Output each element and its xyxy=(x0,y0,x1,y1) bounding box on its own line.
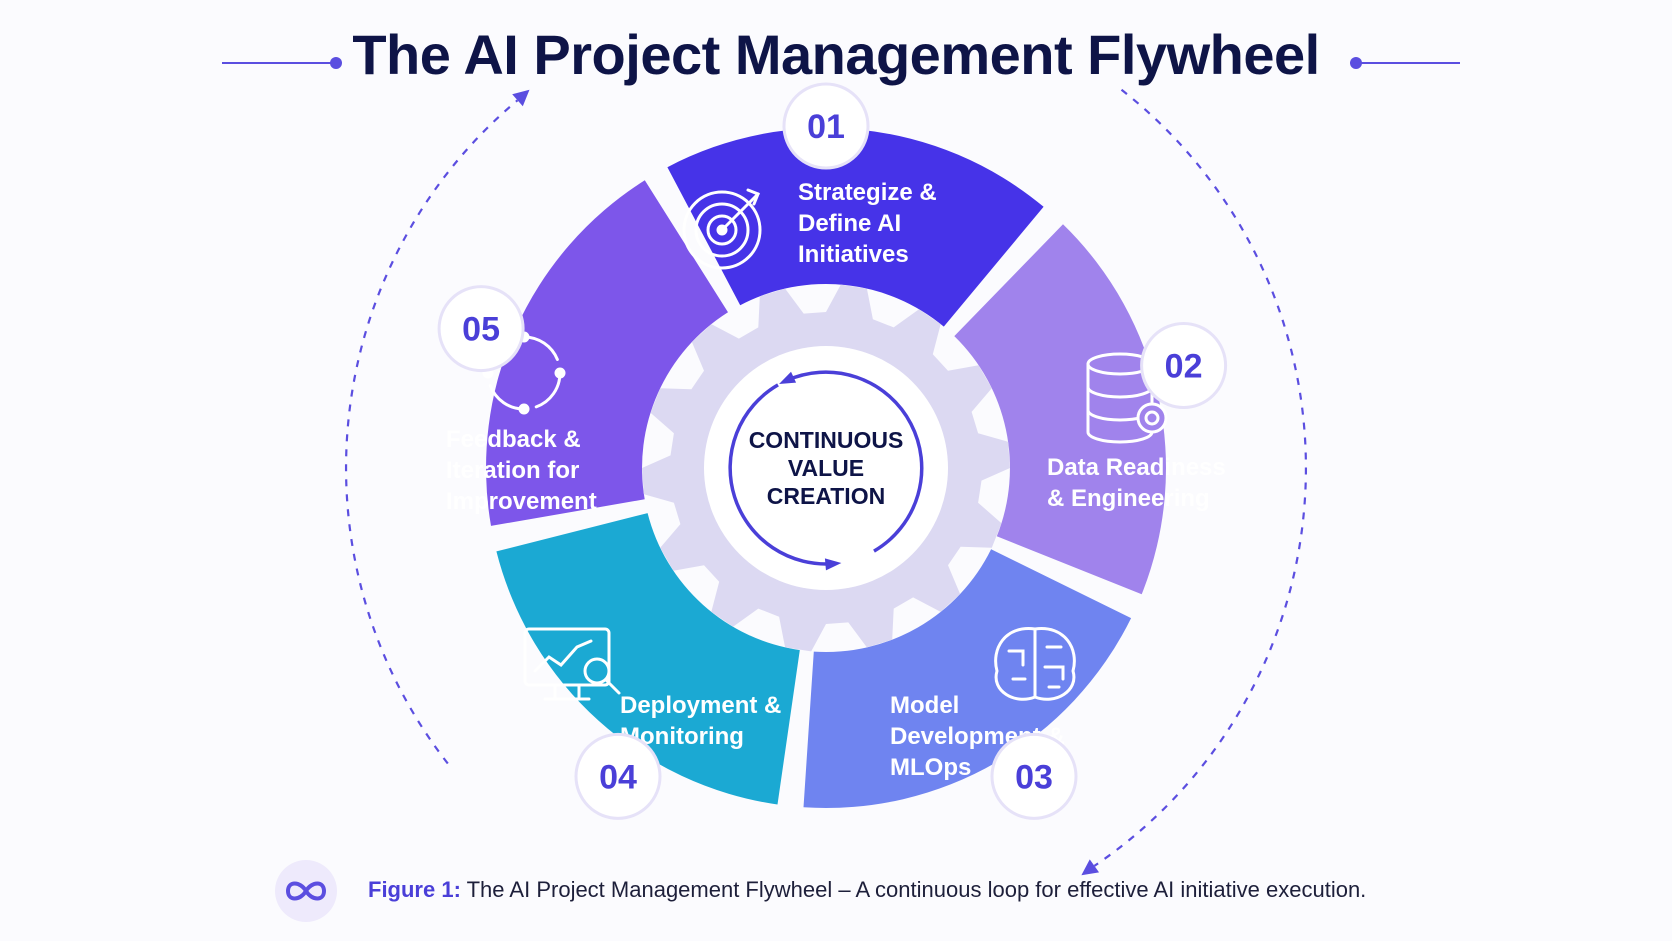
orbit-arrow-left-arrowhead xyxy=(512,89,530,107)
stage-03-badge xyxy=(990,732,1078,820)
database-gear-icon xyxy=(1086,352,1168,444)
stage-01-label-line: Strategize & xyxy=(798,179,937,206)
segment-03 xyxy=(803,549,1132,809)
stage-05-badge xyxy=(437,285,525,373)
center-label-line: CONTINUOUS xyxy=(749,427,904,453)
stage-01-label-line: Define AI xyxy=(798,210,901,237)
stage-05-number: 05 xyxy=(462,311,500,349)
orbit-arrow-right xyxy=(1093,88,1308,867)
center-cycle-arrow-left xyxy=(728,383,835,566)
title-left-dot xyxy=(330,57,342,69)
stage-02-label-line: Data Readiness xyxy=(1047,454,1226,481)
brain-circuit-icon xyxy=(994,627,1076,701)
orbit-arrow-left xyxy=(344,99,519,765)
title-right-line xyxy=(1358,62,1460,64)
monitor-chart-icon xyxy=(523,627,621,701)
stage-04-number: 04 xyxy=(599,758,637,796)
caption-text: The AI Project Management Flywheel – A c… xyxy=(460,877,1367,902)
center-cycle-arrowhead xyxy=(824,558,842,571)
stage-05-label-line: Improvement xyxy=(446,488,597,515)
figure-caption: Figure 1: The AI Project Management Flyw… xyxy=(368,877,1366,903)
stage-03-number: 03 xyxy=(1015,758,1053,796)
stage-02-number: 02 xyxy=(1165,348,1203,386)
stage-05-label-line: Feedback & xyxy=(446,426,581,453)
stage-04-label-line: Deployment & xyxy=(620,692,781,719)
segment-04 xyxy=(496,513,800,805)
target-icon xyxy=(682,188,762,270)
title-right-dot xyxy=(1350,57,1362,69)
center-label-line: CREATION xyxy=(767,483,885,509)
segment-02 xyxy=(954,224,1166,595)
infinity-icon xyxy=(275,860,337,922)
stage-03-label-line: Model xyxy=(890,692,959,719)
stage-01-label-line: Initiatives xyxy=(798,241,909,268)
center-label-line: VALUE xyxy=(788,455,864,481)
stage-01-badge xyxy=(782,82,870,170)
orbit-arrow-right-arrowhead xyxy=(1081,859,1100,876)
center-cycle-arrow-right xyxy=(784,370,924,553)
title-left-line xyxy=(222,62,334,64)
center-cycle-arrowhead xyxy=(779,371,797,384)
page-title: The AI Project Management Flywheel xyxy=(352,23,1320,86)
stage-04-badge xyxy=(574,732,662,820)
segment-05 xyxy=(486,180,728,526)
stage-02-label-line: & Engineering xyxy=(1047,485,1210,512)
center-hub xyxy=(704,346,948,590)
stage-05-label-line: Iteration for xyxy=(446,457,579,484)
caption-label: Figure 1: xyxy=(368,877,461,902)
stage-01-number: 01 xyxy=(807,108,845,146)
stage-02-badge xyxy=(1140,322,1228,409)
segment-01 xyxy=(667,127,1044,327)
stage-03-label-line: MLOps xyxy=(890,754,971,781)
